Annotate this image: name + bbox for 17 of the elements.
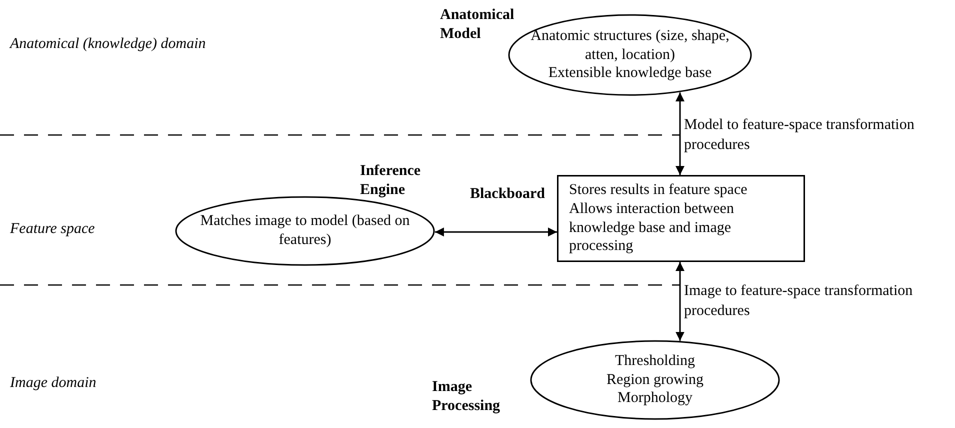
node-heading: Blackboard bbox=[470, 185, 546, 204]
node-text: Morphology bbox=[618, 389, 692, 408]
double-arrow bbox=[676, 262, 684, 341]
node-text: Anatomic structures (size, shape, atten, location) bbox=[530, 26, 730, 64]
node-text: Matches image to model (based on features) bbox=[199, 212, 411, 250]
domain-label: Image domain bbox=[10, 375, 96, 392]
double-arrow bbox=[676, 92, 684, 175]
node-text: Stores results in feature space bbox=[569, 181, 748, 200]
double-arrow bbox=[434, 228, 557, 236]
node-heading: Image Processing bbox=[432, 378, 502, 416]
domain-label: Anatomical (knowledge) domain bbox=[10, 36, 206, 53]
node-text: Region growing bbox=[606, 370, 704, 390]
node-text: Extensible knowledge base bbox=[548, 64, 712, 84]
node-text: Allows interaction between knowledge base and image processing bbox=[569, 200, 735, 256]
node-text: Thresholding bbox=[615, 352, 695, 371]
node-heading: Inference Engine bbox=[360, 162, 422, 200]
domain-label: Feature space bbox=[10, 221, 95, 238]
